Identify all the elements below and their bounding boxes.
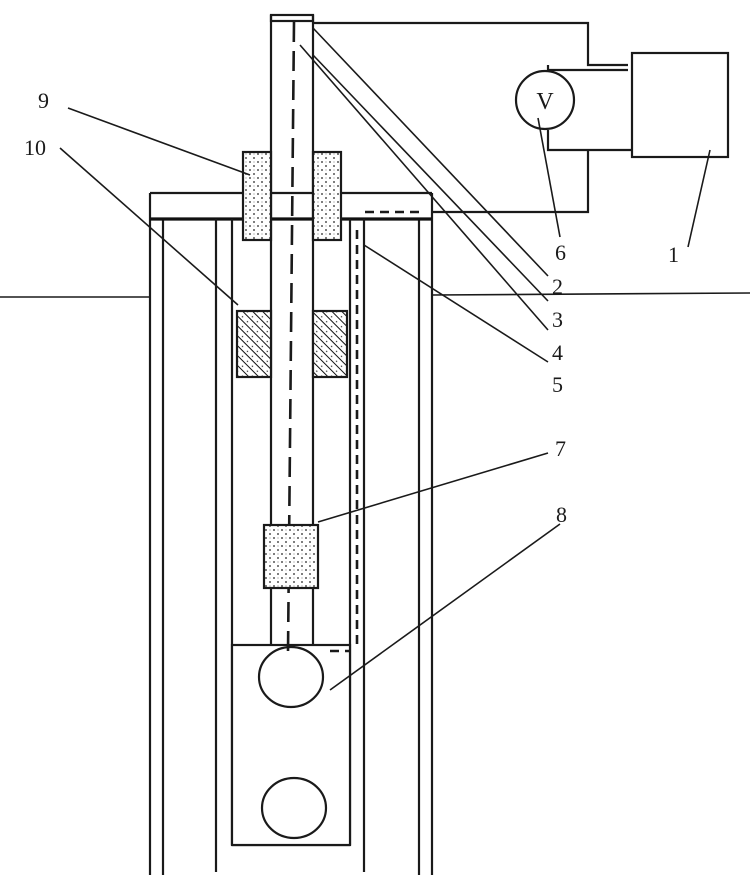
ground-line-right bbox=[431, 292, 750, 296]
seal-9-right bbox=[311, 150, 343, 242]
leader-lines bbox=[59, 27, 711, 691]
voltmeter-symbol: V bbox=[536, 89, 554, 115]
label-4: 4 bbox=[552, 340, 563, 365]
label-6: 6 bbox=[555, 240, 566, 265]
packer-10-left bbox=[235, 309, 273, 379]
label-5: 5 bbox=[552, 372, 563, 397]
seal-9-left bbox=[241, 150, 273, 242]
packer-10-right bbox=[311, 309, 349, 379]
label-8: 8 bbox=[556, 502, 567, 527]
outer-casing bbox=[148, 191, 434, 875]
label-9: 9 bbox=[38, 88, 49, 113]
connector-7 bbox=[262, 523, 320, 590]
label-2: 2 bbox=[552, 274, 563, 299]
label-10: 10 bbox=[24, 135, 46, 160]
circuit-wires bbox=[313, 21, 632, 214]
central-rod bbox=[269, 13, 315, 645]
label-3: 3 bbox=[552, 307, 563, 332]
power-source-1 bbox=[630, 51, 730, 159]
voltmeter-6: V bbox=[514, 69, 576, 131]
ball-lower bbox=[260, 776, 328, 840]
label-7: 7 bbox=[555, 436, 566, 461]
label-1: 1 bbox=[668, 242, 679, 267]
ball-upper bbox=[257, 645, 325, 709]
